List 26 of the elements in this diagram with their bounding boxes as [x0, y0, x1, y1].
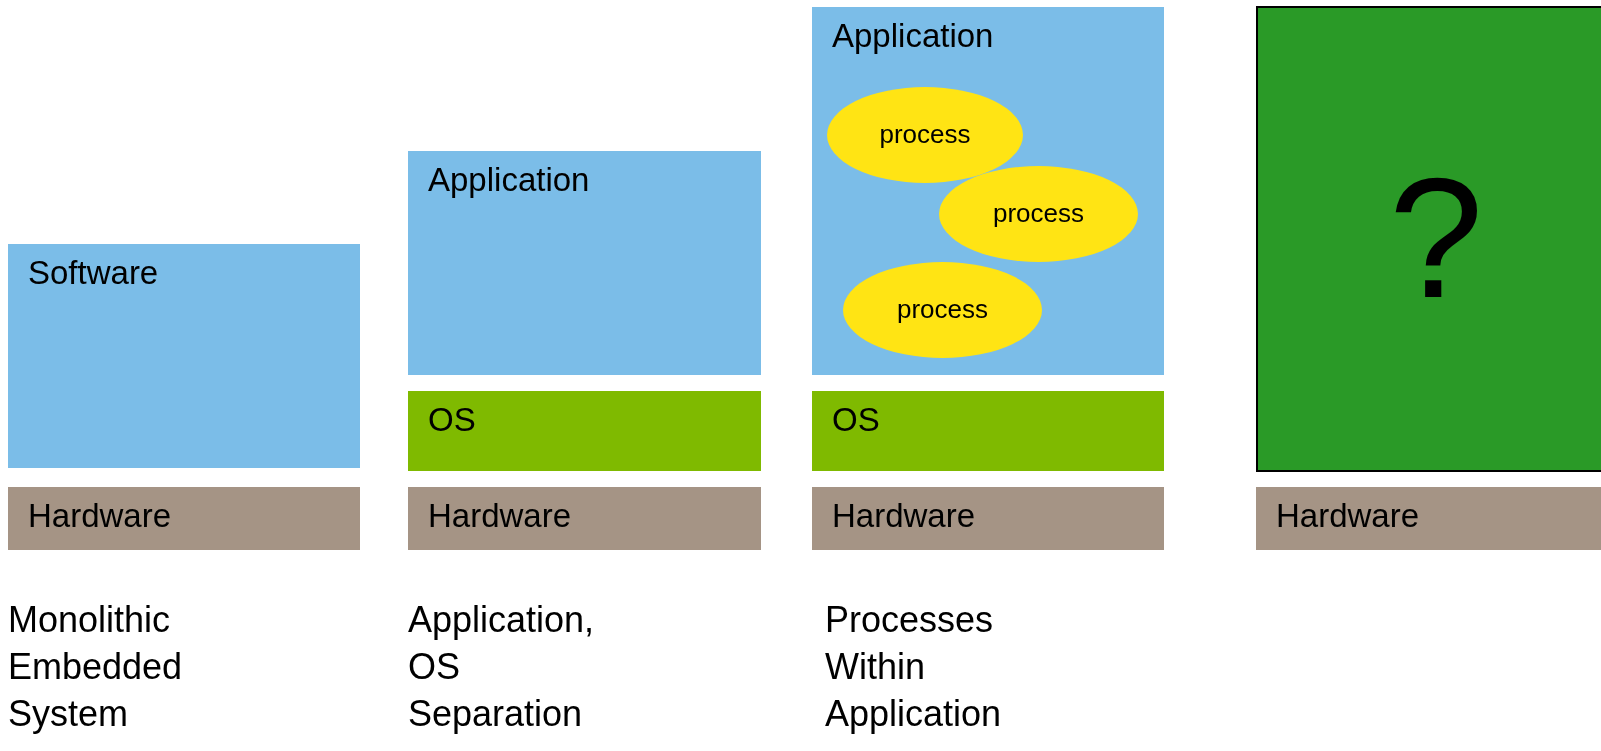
layer-label: Hardware	[832, 497, 976, 535]
layer-label: Software	[28, 254, 159, 292]
question-mark: ?	[1388, 142, 1484, 336]
hardware-layer	[8, 487, 360, 550]
hardware-layer	[408, 487, 761, 550]
layer-label: Application	[428, 161, 590, 199]
software-layer	[408, 151, 761, 375]
software-layer	[8, 244, 360, 468]
column-caption: Application, OS Separation	[408, 598, 595, 736]
layer-label: Hardware	[1276, 497, 1420, 535]
column-caption: Monolithic Embedded System	[8, 598, 183, 736]
os-layer	[812, 391, 1164, 471]
column-caption: Processes Within Application	[825, 598, 1002, 736]
layer-label: process	[896, 295, 988, 325]
layer-label: Hardware	[28, 497, 172, 535]
layer-label: process	[879, 120, 971, 150]
software-layer	[812, 7, 1164, 375]
os-layer	[408, 391, 761, 471]
layer-label: process	[992, 199, 1084, 229]
layer-label: OS	[832, 401, 880, 439]
layer-label: OS	[428, 401, 476, 439]
hardware-layer	[1256, 487, 1601, 550]
layer-label: Hardware	[428, 497, 572, 535]
hardware-layer	[812, 487, 1164, 550]
unknown-layer	[1256, 6, 1601, 472]
layer-label: Application	[832, 17, 994, 55]
